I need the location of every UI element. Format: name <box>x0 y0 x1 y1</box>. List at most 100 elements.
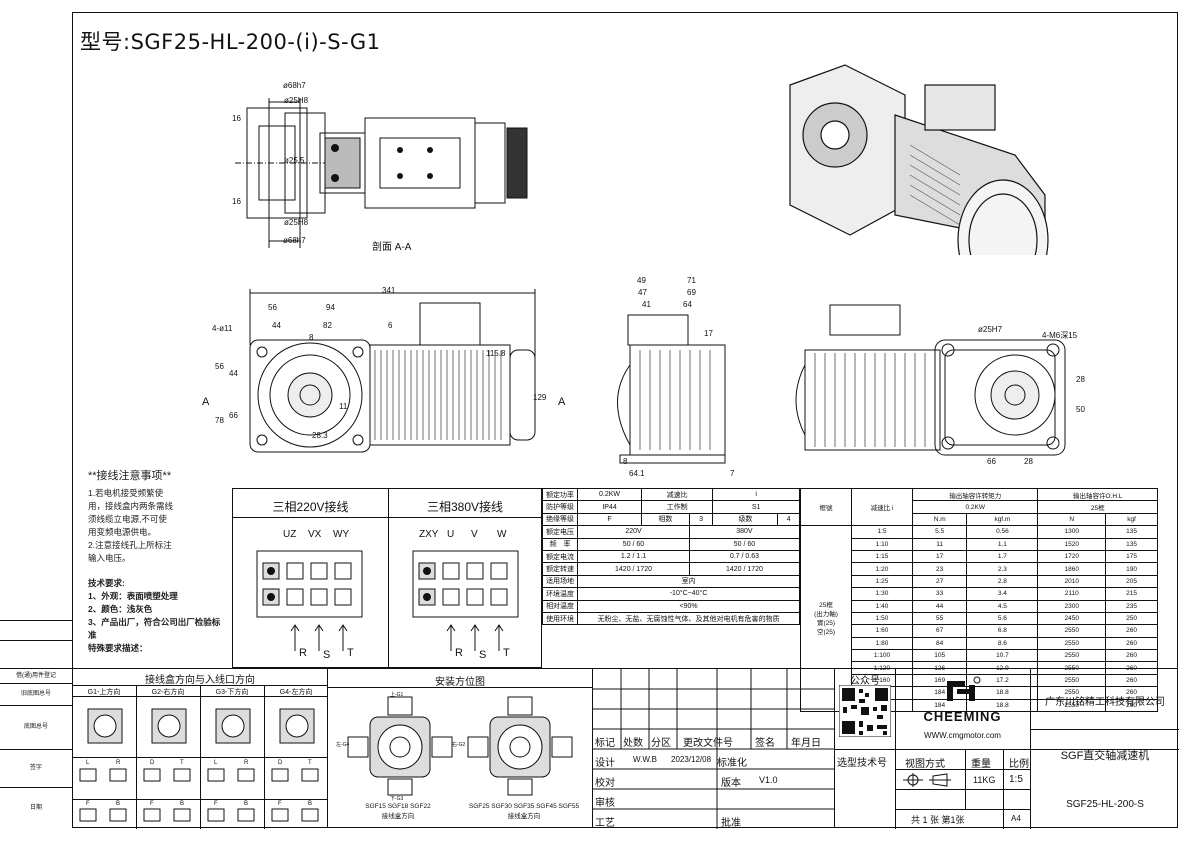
scale-value: 1:5 <box>1009 774 1023 785</box>
phase-label: R <box>299 647 307 659</box>
dim-label: 78 <box>215 416 224 425</box>
terminal-label: ZXY <box>419 529 439 540</box>
terminal-label: UZ <box>283 529 297 540</box>
wiring-220-title: 三相220V接线 <box>272 500 349 514</box>
phase-label: T <box>503 647 510 659</box>
phase-label: R <box>455 647 463 659</box>
margin-label: 日期 <box>29 805 42 811</box>
note-line: 输入电压。 <box>88 553 131 563</box>
dim-label: 47 <box>638 288 647 297</box>
dim-label: 4-ø11 <box>212 324 233 333</box>
drawing-frame <box>72 12 1178 828</box>
dim-label: 17 <box>704 329 713 338</box>
lr-label: R <box>116 760 121 766</box>
pos-label: 右-G2 <box>452 742 466 748</box>
scale-label: 比例 <box>1009 759 1029 770</box>
tb-label: 设计 <box>595 758 615 769</box>
weight-label: 重量 <box>971 759 991 770</box>
junction-box-table: 接线盒方向与入线口方向 G1-上方向 G2-右方向 G3-下方向 G4-左方向 … <box>72 668 328 829</box>
rev-header: 处数 <box>623 738 643 749</box>
dir-label: G1-上方向 <box>87 689 121 696</box>
dim-label: 66 <box>229 411 238 420</box>
tb-value: V1.0 <box>759 775 778 785</box>
margin-label: 借(通)用件登记 <box>0 669 72 684</box>
notes-heading: **接线注意事项** <box>88 470 172 482</box>
company-name: 广东川铭精工科技有限公司 <box>1045 697 1165 708</box>
product-name: SGF直交轴减速机 <box>1060 750 1150 762</box>
dim-label: 16 <box>232 197 241 206</box>
pos-label: 下-G3 <box>390 796 404 802</box>
wiring-box: 三相220V接线 三相380V接线 UZ VX WY ZXY U V W R S… <box>232 488 542 668</box>
dim-label: 6 <box>388 321 393 330</box>
brand-logo-icon <box>947 676 981 701</box>
dim-label: 129 <box>533 393 547 402</box>
note-line: 用变频电源供电。 <box>88 527 157 537</box>
lr-label: D <box>150 760 155 766</box>
dim-label: 28 <box>1024 457 1033 466</box>
terminal-label: V <box>471 529 478 540</box>
terminal-label: WY <box>333 529 350 540</box>
terminal-label: W <box>497 529 507 540</box>
tb-label: 标准化 <box>717 758 747 769</box>
note-line: 2.注意接线孔上所标注 <box>88 540 172 550</box>
dim-label: ø25H8 <box>284 96 309 105</box>
dim-label: 115.8 <box>486 349 506 358</box>
rear-view <box>795 304 1066 456</box>
paper-size: A4 <box>1011 814 1021 823</box>
dim-label: ø25H8 <box>284 218 309 227</box>
fb-label: B <box>244 801 249 807</box>
section-marker: A <box>558 396 566 408</box>
brand-site: WWW.cmgmotor.com <box>924 731 1001 740</box>
note-line: 1.若电机接受频繁使 <box>88 488 164 498</box>
left-margin-block: 借(通)用件登记 旧底图总号 底图总号 签字 日期 <box>0 668 72 829</box>
rev-header: 更改文件号 <box>683 738 733 749</box>
dim-label: 16 <box>232 114 241 123</box>
req-line: 1、外观：表面喷塑处理 <box>88 591 178 601</box>
dim-label: 94 <box>326 303 335 312</box>
phase-label: S <box>323 649 331 661</box>
rev-header: 签名 <box>755 738 775 749</box>
lr-label: D <box>278 760 283 766</box>
dir-label: G3-下方向 <box>215 689 249 696</box>
tb-label: 批准 <box>721 818 741 829</box>
dim-label: 341 <box>382 286 396 295</box>
req-line: 3、产品出厂，符合公司出厂检验标准 <box>88 617 221 640</box>
dim-label: 66 <box>987 457 996 466</box>
front-view <box>249 289 536 453</box>
pos-label: 左-G4 <box>336 742 350 748</box>
rev-header: 分区 <box>651 738 671 749</box>
wiring-380-title: 三相380V接线 <box>426 500 504 514</box>
dim-label: 56 <box>215 362 224 371</box>
lr-label: L <box>214 760 218 766</box>
lr-label: T <box>180 760 184 766</box>
margin-label: 签字 <box>0 749 72 788</box>
fb-label: B <box>308 801 313 807</box>
projection-symbol-icon <box>903 773 951 787</box>
dim-label: 82 <box>323 321 332 330</box>
dim-label: 64 <box>683 300 692 309</box>
fb-label: F <box>86 801 90 807</box>
qr-code <box>839 685 891 737</box>
select-no-label: 选型技术号 <box>837 758 887 769</box>
dim-label: 41 <box>642 300 651 309</box>
install-sketches <box>347 696 573 796</box>
brand-name: CHEEMING <box>923 709 1002 724</box>
section-marker: A <box>202 396 210 408</box>
section-view <box>235 98 528 248</box>
dim-label: 71 <box>687 276 696 285</box>
lr-label: R <box>244 760 249 766</box>
title-block: 公众号 CHEEMING WWW.cmgmotor.com 广东川铭精工科技有限… <box>834 668 1179 829</box>
dir-label: G2-右方向 <box>151 689 185 696</box>
weight-value: 11KG <box>973 775 996 785</box>
